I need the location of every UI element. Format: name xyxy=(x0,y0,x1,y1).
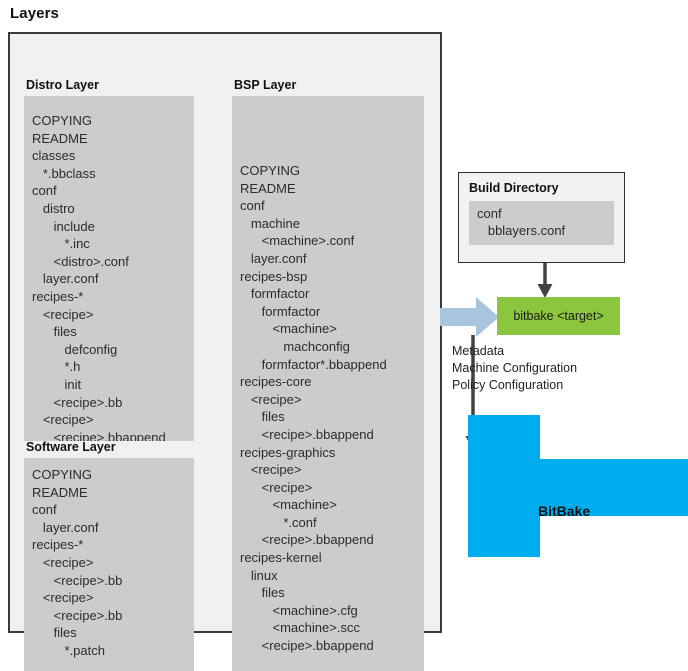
tree-line: formfactor xyxy=(240,303,321,319)
tree-line: files xyxy=(32,625,77,641)
tree-line: *.inc xyxy=(32,236,90,252)
tree-line: <recipe> xyxy=(240,391,302,407)
tree-line: files xyxy=(240,585,285,601)
bitbake-engine-label: BitBake xyxy=(538,503,591,519)
tree-line: recipes-core xyxy=(240,374,312,390)
tree-line: layer.conf xyxy=(240,250,307,266)
tree-line: <recipe> xyxy=(32,554,94,570)
tree-line: files xyxy=(32,324,77,340)
tree-line: <recipe>.bb xyxy=(32,607,123,623)
tree-line: machine xyxy=(240,215,300,231)
tree-line: linux xyxy=(240,567,278,583)
arrow-layers-to-bitbake-icon xyxy=(440,297,499,337)
tree-line: formfactor*.bbappend xyxy=(240,356,387,372)
tree-line: <recipe>.bbappend xyxy=(240,532,374,548)
software-layer-tree: COPYING README conf layer.conf recipes-* <r… xyxy=(24,458,194,671)
tree-line: README xyxy=(240,180,296,196)
software-layer-card: Software Layer COPYING README conf layer.c… xyxy=(24,440,194,671)
bitbake-command-label: bitbake <target> xyxy=(513,309,604,323)
tree-line: recipes-kernel xyxy=(240,550,322,566)
tree-line: *.bbclass xyxy=(32,165,96,181)
software-layer-title: Software Layer xyxy=(26,440,116,454)
tree-line: <recipe> xyxy=(32,412,94,428)
tree-line: layer.conf xyxy=(32,519,99,535)
tree-line: <machine> xyxy=(240,321,337,337)
tree-line: recipes-* xyxy=(32,288,84,304)
tree-line: <machine>.conf xyxy=(240,233,355,249)
tree-line: recipes-graphics xyxy=(240,444,336,460)
tree-line: <recipe>.bbappend xyxy=(32,429,166,441)
tree-line: <recipe>.bb xyxy=(32,572,123,588)
build-directory-tree: conf bblayers.conf xyxy=(469,201,614,245)
tree-line: COPYING xyxy=(32,113,92,128)
tree-line: <machine>.scc xyxy=(240,620,360,636)
tree-line: <recipe>.bb xyxy=(32,394,123,410)
tree-line: *.patch xyxy=(32,642,105,658)
tree-line: <recipe>.bbappend xyxy=(240,638,374,654)
tree-line: distro xyxy=(32,200,75,216)
tree-line: <recipe>.bbappend xyxy=(240,426,374,442)
tree-line: COPYING xyxy=(32,467,92,482)
caption-line: Metadata xyxy=(452,344,505,358)
tree-line: conf xyxy=(240,198,265,214)
tree-line: <machine>.cfg xyxy=(240,602,358,618)
tree-line: include xyxy=(32,218,95,234)
tree-line: README xyxy=(32,130,88,146)
tree-line: conf xyxy=(32,183,57,199)
tree-line: <distro>.conf xyxy=(32,253,129,269)
bsp-layer-card: BSP Layer COPYING README conf machine <mac… xyxy=(232,78,424,671)
tree-line: *.conf xyxy=(240,514,317,530)
arrow-build-directory-to-bitbake-icon xyxy=(537,263,553,298)
tree-line: <recipe> xyxy=(32,590,94,606)
tree-line: <recipe> xyxy=(32,306,94,322)
tree-line: COPYING xyxy=(240,163,300,178)
tree-line: <machine> xyxy=(240,497,337,513)
bsp-layer-tree: COPYING README conf machine <machine>.conf… xyxy=(232,96,424,671)
tree-line: classes xyxy=(32,148,76,164)
bitbake-engine-shape xyxy=(468,415,688,557)
tree-line: recipes-* xyxy=(32,537,84,553)
page-title: Layers xyxy=(10,5,59,22)
bsp-layer-title: BSP Layer xyxy=(234,78,297,92)
tree-line: bblayers.conf xyxy=(477,223,566,238)
tree-line: conf xyxy=(477,206,502,221)
tree-line: *.h xyxy=(32,359,81,375)
tree-line: conf xyxy=(32,502,57,518)
tree-line: init xyxy=(32,376,82,392)
bitbake-engine-block-right xyxy=(528,459,688,516)
tree-line: README xyxy=(32,484,88,500)
tree-line: files xyxy=(240,409,285,425)
tree-line: defconfig xyxy=(32,341,118,357)
distro-layer-tree: COPYING README classes *.bbclass conf distr… xyxy=(24,96,194,441)
tree-line: layer.conf xyxy=(32,271,99,287)
caption-line: Machine Configuration xyxy=(452,361,578,375)
layers-panel: Distro Layer COPYING README classes *.bbcl… xyxy=(8,32,442,671)
build-directory-box: Build Directory conf bblayers.conf xyxy=(458,172,625,263)
tree-line: machconfig xyxy=(240,338,350,354)
distro-layer-card: Distro Layer COPYING README classes *.bbcl… xyxy=(24,78,194,441)
tree-line: <recipe> xyxy=(240,479,313,495)
tree-line: <recipe> xyxy=(240,462,302,478)
tree-line: recipes-bsp xyxy=(240,268,308,284)
tree-line: formfactor xyxy=(240,286,310,302)
caption-line: Policy Configuration xyxy=(452,378,564,392)
build-directory-title: Build Directory xyxy=(469,181,559,195)
distro-layer-title: Distro Layer xyxy=(26,78,99,92)
bitbake-command-box[interactable]: bitbake <target> xyxy=(497,297,620,335)
